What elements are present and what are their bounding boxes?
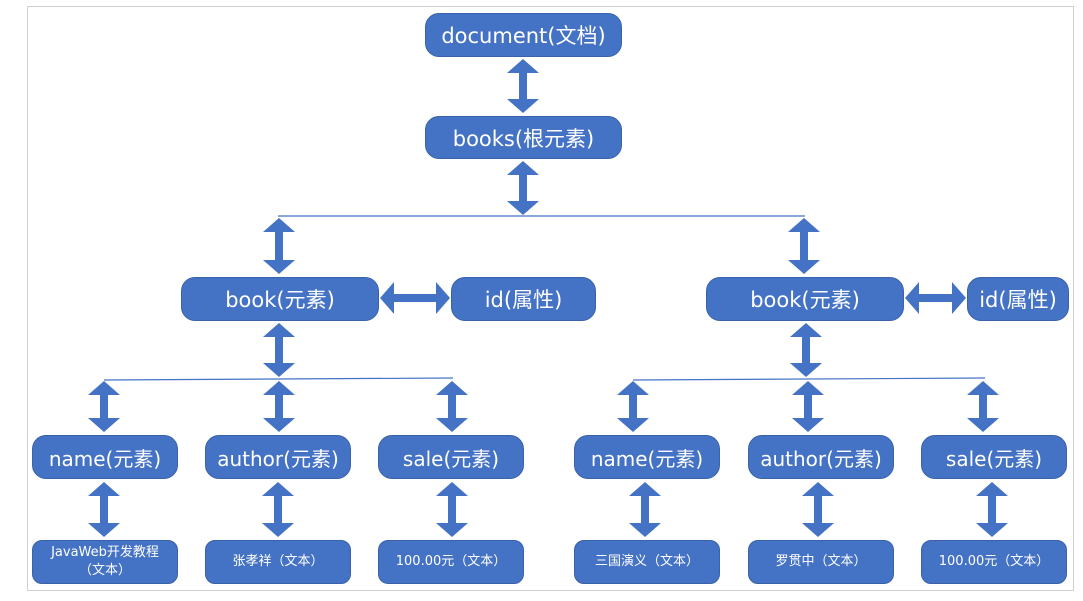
arrow-branch-child-1	[88, 381, 120, 432]
text-node-2-2: 罗贯中（文本）	[748, 540, 894, 584]
child-element-node-2-1: name(元素)	[574, 435, 720, 479]
document-node: document(文档)	[425, 13, 622, 57]
arrow-branch-book-1	[263, 218, 295, 274]
diagram-frame	[27, 6, 1074, 591]
branch-line-children-1	[103, 377, 454, 381]
arrow-branch-child-6	[967, 381, 999, 432]
text-node-2-3: 100.00元（文本）	[921, 540, 1067, 584]
arrow-branch-child-2	[263, 381, 295, 432]
arrow-child-text-4	[629, 482, 661, 537]
arrow-book-attribute-1	[380, 282, 450, 314]
arrow-book-children-2	[790, 323, 822, 377]
arrow-book-attribute-2	[905, 282, 966, 314]
text-node-1-1: JavaWeb开发教程（文本）	[32, 540, 178, 584]
child-element-node-1-3: sale(元素)	[378, 435, 524, 479]
book-element-node-1: book(元素)	[181, 277, 379, 321]
arrow-book-children-1	[263, 323, 295, 377]
text-node-1-3: 100.00元（文本）	[378, 540, 524, 584]
arrow-branch-child-4	[617, 381, 649, 432]
book-attribute-node-2: id(属性)	[967, 277, 1069, 321]
arrow-child-text-3	[436, 482, 468, 537]
arrow-child-text-2	[262, 482, 294, 537]
root-element-node: books(根元素)	[425, 116, 622, 159]
child-element-node-2-3: sale(元素)	[921, 435, 1067, 479]
text-node-2-1: 三国演义（文本）	[574, 540, 720, 584]
child-element-node-2-2: author(元素)	[748, 435, 894, 479]
branch-line-children-2	[632, 377, 986, 381]
arrow-child-text-5	[802, 482, 834, 537]
arrow-child-text-6	[976, 482, 1008, 537]
book-element-node-2: book(元素)	[706, 277, 904, 321]
arrow-branch-book-2	[788, 218, 820, 274]
book-attribute-node-1: id(属性)	[451, 277, 596, 321]
arrow-books-branch	[507, 161, 539, 215]
arrow-branch-child-3	[436, 381, 468, 432]
arrow-branch-child-5	[792, 381, 824, 432]
arrow-child-text-1	[88, 482, 120, 537]
child-element-node-1-2: author(元素)	[205, 435, 351, 479]
child-element-node-1-1: name(元素)	[32, 435, 178, 479]
text-node-1-2: 张孝祥（文本）	[205, 540, 351, 584]
arrow-document-books	[507, 59, 539, 113]
